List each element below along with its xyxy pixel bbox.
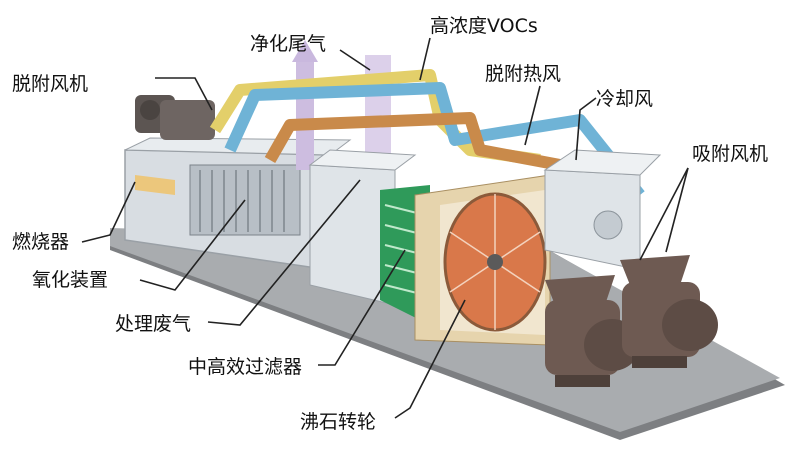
label-treated-gas: 处理废气 xyxy=(115,313,191,335)
label-zeolite-rotor: 沸石转轮 xyxy=(300,411,376,433)
leader-high-conc-vocs xyxy=(419,37,431,81)
leader-purified-exhaust xyxy=(339,49,371,71)
leader-cooling-air xyxy=(575,97,597,161)
leader-treated-gas xyxy=(207,179,361,326)
leader-desorb-fan xyxy=(155,77,213,111)
label-mid-high-filter: 中高效过滤器 xyxy=(188,356,302,378)
leader-desorb-hot-air xyxy=(524,85,541,146)
processing-box xyxy=(308,149,417,306)
duct-orange xyxy=(264,112,562,171)
desorb-fan xyxy=(135,95,215,140)
leader-mid-high-filter xyxy=(318,249,406,366)
rotor-housing xyxy=(414,174,551,346)
adsorb-fan-1 xyxy=(545,275,640,387)
leader-adsorb-fan-1 xyxy=(639,167,689,261)
label-desorb-hot-air: 脱附热风 xyxy=(485,63,561,85)
label-high-conc-vocs: 高浓度VOCs xyxy=(430,15,538,37)
label-adsorb-fan: 吸附风机 xyxy=(692,143,768,165)
leader-burner xyxy=(81,181,136,243)
adsorb-fan-2 xyxy=(620,255,718,368)
rear-box xyxy=(543,149,662,271)
label-desorb-fan: 脱附风机 xyxy=(12,73,88,95)
label-purified-exhaust: 净化尾气 xyxy=(250,33,326,55)
label-burner: 燃烧器 xyxy=(12,231,69,253)
oxidation-box xyxy=(124,137,352,271)
leader-oxidation-device xyxy=(139,199,246,291)
leader-zeolite-rotor xyxy=(394,299,466,419)
label-cooling-air: 冷却风 xyxy=(596,88,653,110)
label-oxidation-device: 氧化装置 xyxy=(32,269,108,291)
leader-adsorb-fan-2 xyxy=(665,167,689,253)
